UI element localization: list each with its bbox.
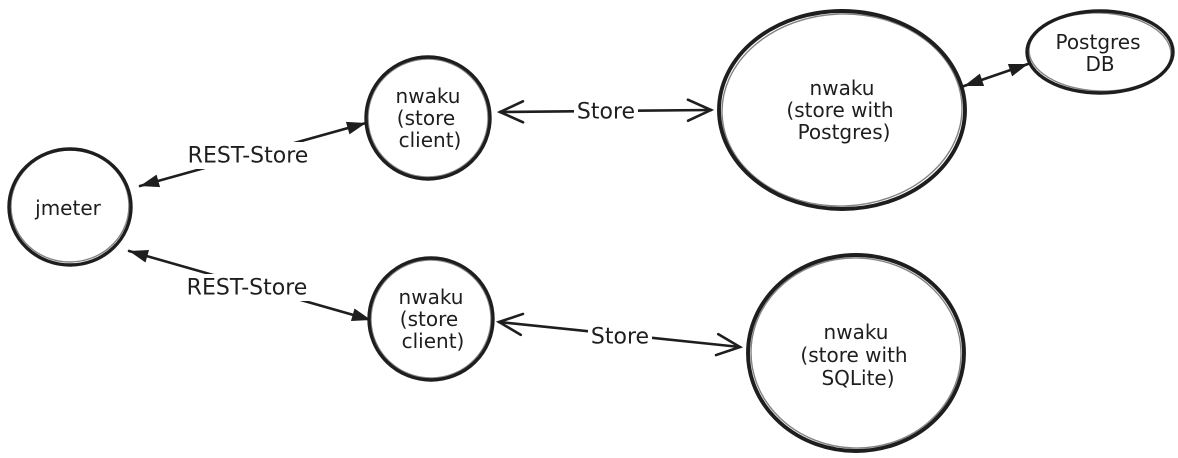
nwaku-store-postgres-circle-sketch	[721, 13, 963, 207]
edge-rest-store-bottom: REST-Store	[127, 249, 373, 322]
nwaku-store-sqlite-label-line3: SQLite)	[821, 366, 894, 390]
node-nwaku-store-sqlite: nwaku (store with SQLite)	[746, 253, 966, 453]
nwaku-store-client-bottom-circle-sketch	[370, 259, 492, 379]
jmeter-label: jmeter	[34, 196, 101, 220]
store-bottom-label: Store	[591, 325, 649, 350]
nwaku-store-client-top-circle-sketch	[367, 58, 489, 178]
nwaku-store-client-top-label-line1: nwaku	[396, 84, 461, 108]
rest-store-top-label: REST-Store	[188, 144, 309, 169]
node-jmeter: jmeter	[7, 147, 133, 267]
edge-postgres-db-link	[962, 62, 1030, 88]
store-top-label: Store	[577, 100, 635, 125]
node-nwaku-store-postgres: nwaku (store with Postgres)	[717, 9, 967, 211]
store-bottom-label-background	[588, 324, 652, 349]
nwaku-store-postgres-label-line3: Postgres)	[798, 120, 891, 144]
postgres-db-link-arrow	[962, 62, 1030, 88]
node-postgres-db: Postgres DB	[1025, 9, 1175, 95]
nwaku-store-client-top-label-line2: (store	[397, 106, 455, 130]
postgres-db-ellipse	[1025, 9, 1175, 95]
nwaku-store-client-top-label-line3: client)	[399, 128, 462, 152]
store-top-label-background	[574, 99, 638, 124]
node-nwaku-store-client-top: nwaku (store client)	[364, 55, 492, 181]
nwaku-store-client-bottom-label-line3: client)	[402, 329, 465, 353]
postgres-db-label-line2: DB	[1085, 52, 1114, 76]
nwaku-store-client-bottom-circle	[367, 256, 495, 382]
edge-rest-store-top: REST-Store	[138, 121, 368, 188]
nwaku-store-postgres-label-line1: nwaku	[810, 76, 875, 100]
postgres-db-ellipse-sketch	[1028, 12, 1172, 92]
postgres-db-label-line1: Postgres	[1055, 30, 1140, 54]
nwaku-store-postgres-circle	[717, 9, 967, 211]
nwaku-store-sqlite-label-line2: (store with	[800, 343, 907, 367]
edge-store-top: Store	[500, 99, 711, 125]
edge-store-bottom: Store	[499, 322, 740, 350]
nwaku-store-client-top-circle	[364, 55, 492, 181]
nwaku-store-sqlite-circle	[746, 253, 966, 453]
rest-store-bottom-label-background	[181, 274, 313, 301]
nwaku-store-client-bottom-label-line2: (store	[400, 307, 458, 331]
nwaku-store-sqlite-circle-sketch	[750, 257, 962, 449]
rest-store-bottom-label: REST-Store	[187, 276, 308, 301]
jmeter-circle-sketch	[10, 149, 130, 263]
nwaku-store-client-bottom-label-line1: nwaku	[399, 285, 464, 309]
nwaku-store-postgres-label-line2: (store with	[786, 98, 893, 122]
jmeter-circle	[7, 147, 133, 267]
nwaku-store-sqlite-label-line1: nwaku	[824, 320, 889, 344]
node-nwaku-store-client-bottom: nwaku (store client)	[367, 256, 495, 382]
rest-store-top-label-background	[182, 142, 314, 169]
